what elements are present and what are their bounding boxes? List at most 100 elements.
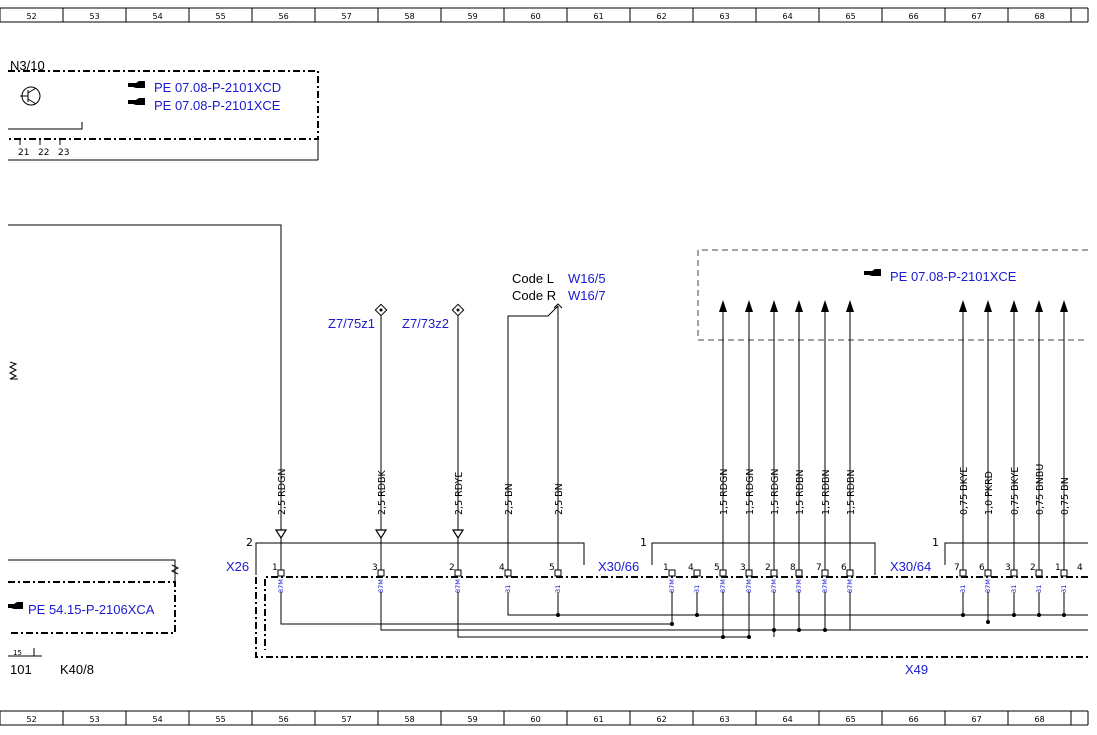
ruler-tick: 54 <box>153 715 163 724</box>
arrow-up-icon <box>1035 300 1043 312</box>
pin-function-label: 87M <box>984 579 992 593</box>
ruler-tick: 63 <box>720 715 730 724</box>
pin-number: 7 <box>954 563 960 573</box>
ruler-tick: 62 <box>657 715 667 724</box>
pin-function-label: 87M <box>846 579 854 593</box>
x49-id[interactable]: X49 <box>905 662 928 677</box>
x3064-frame <box>944 542 1088 565</box>
pin-number: 3 <box>1005 563 1011 573</box>
ruler-tick: 61 <box>594 715 604 724</box>
arrow-up-icon <box>795 300 803 312</box>
pin-number: 1 <box>663 563 669 573</box>
arrow-up-icon <box>846 300 854 312</box>
ruler-tick: 61 <box>594 12 604 21</box>
pin-number: 2 <box>765 563 771 573</box>
pin-number: 3 <box>372 563 378 573</box>
code-l-label: Code L <box>512 271 554 286</box>
ruler-tick: 54 <box>153 12 163 21</box>
wire-label: 2,5 RDGN <box>277 468 288 515</box>
arrow-up-icon <box>984 300 992 312</box>
n3-pin: 22 <box>38 148 49 158</box>
pin-number: 4 <box>688 563 694 573</box>
wire-label: 1,5 RDGN <box>770 468 781 515</box>
ruler-tick: 60 <box>531 715 541 724</box>
pin-number: 1 <box>1055 563 1061 573</box>
x3066-id[interactable]: X30/66 <box>598 559 639 574</box>
ruler-tick: 59 <box>468 715 478 724</box>
ruler-tick: 58 <box>405 12 415 21</box>
n3-pin: 21 <box>18 148 29 158</box>
ruler-tick: 68 <box>1035 12 1045 21</box>
wire-label: 1,0 PKRD <box>984 471 995 515</box>
wire-label: 0,75 BKYE <box>1010 467 1021 515</box>
pin-number: 2 <box>449 563 455 573</box>
splice-z1-label[interactable]: Z7/75z1 <box>328 316 375 331</box>
pin-function-label: 87M <box>719 579 727 593</box>
x3064-id[interactable]: X30/64 <box>890 559 931 574</box>
x26-top-pin: 2 <box>246 536 253 549</box>
ruler-tick: 64 <box>783 12 793 21</box>
code-r-ref[interactable]: W16/7 <box>568 288 606 303</box>
ruler-tick: 56 <box>279 715 289 724</box>
n3-ref-1[interactable]: PE 07.08-P-2101XCD <box>154 80 281 95</box>
splice-diamond-icon <box>374 303 388 317</box>
x49-top-block: PE 07.08-P-2101XCE <box>697 249 1088 341</box>
wire-end-arrow-icon <box>274 529 288 540</box>
wire-label: 2,5 BN <box>504 483 515 515</box>
wire-label: 0,75 BKYE <box>959 467 970 515</box>
pin-function-label: 87M <box>668 579 676 593</box>
x49-bottom-edge <box>255 577 1088 658</box>
pin-function-label: 31 <box>959 585 967 593</box>
ruler-tick: 59 <box>468 12 478 21</box>
arrow-up-icon <box>719 300 727 312</box>
hand-pointer-icon <box>864 269 881 276</box>
ruler-tick: 68 <box>1035 715 1045 724</box>
splice-z2: Z7/73z2 <box>402 303 465 530</box>
bus-lines <box>280 592 1088 639</box>
x26-id[interactable]: X26 <box>226 559 249 574</box>
pin-number: 4 <box>499 563 505 573</box>
splice-z1: Z7/75z1 <box>328 303 388 530</box>
ruler-tick: 67 <box>972 12 982 21</box>
n3-ref-2[interactable]: PE 07.08-P-2101XCE <box>154 98 281 113</box>
ruler-tick: 60 <box>531 12 541 21</box>
bottom-ruler: 525354555657585960616263646566676869 <box>0 710 1089 726</box>
code-switch: Code L W16/5 Code R W16/7 <box>507 271 606 540</box>
pin-function-label: 31 <box>504 585 512 593</box>
pin-number: 3 <box>740 563 746 573</box>
pin-function-label: 87M <box>377 579 385 593</box>
wire-end-arrow-icon <box>374 529 388 540</box>
arrow-up-icon <box>770 300 778 312</box>
resistor-symbol <box>8 361 18 380</box>
wire-end-arrow-icon <box>451 529 465 540</box>
ruler-tick: 52 <box>27 715 37 724</box>
code-l-ref[interactable]: W16/5 <box>568 271 606 286</box>
splice-diamond-icon <box>451 303 465 317</box>
x49-ref[interactable]: PE 07.08-P-2101XCE <box>890 269 1017 284</box>
top-ruler: 525354555657585960616263646566676869 <box>0 7 1089 23</box>
ruler-tick: 66 <box>909 715 919 724</box>
pin-function-label: 87M <box>821 579 829 593</box>
code-r-label: Code R <box>512 288 556 303</box>
transistor-icon <box>20 86 41 106</box>
wire-label: 1,5 RDBN <box>846 469 857 515</box>
ruler-tick: 66 <box>909 12 919 21</box>
ruler-tick: 53 <box>90 12 100 21</box>
splice-z2-label[interactable]: Z7/73z2 <box>402 316 449 331</box>
pin-function-label: 87M <box>745 579 753 593</box>
pin-function-label: 31 <box>693 585 701 593</box>
pin-function-label: 31 <box>554 585 562 593</box>
pin-number: 6 <box>979 563 985 573</box>
pin-function-label: 87M <box>795 579 803 593</box>
pin-number: 2 <box>1030 563 1036 573</box>
pin-number: 7 <box>816 563 822 573</box>
wire-label: 0,75 BNBU <box>1035 464 1046 515</box>
pin-number: 4 <box>1077 563 1083 573</box>
pin-function-label: 31 <box>1035 585 1043 593</box>
arrow-up-icon <box>1010 300 1018 312</box>
wire-label: 1,5 RDGN <box>745 468 756 515</box>
k40-ref[interactable]: PE 54.15-P-2106XCA <box>28 602 155 617</box>
n3-pin: 23 <box>58 148 69 158</box>
k40-num: 101 <box>10 662 32 677</box>
ruler-tick: 57 <box>342 715 352 724</box>
